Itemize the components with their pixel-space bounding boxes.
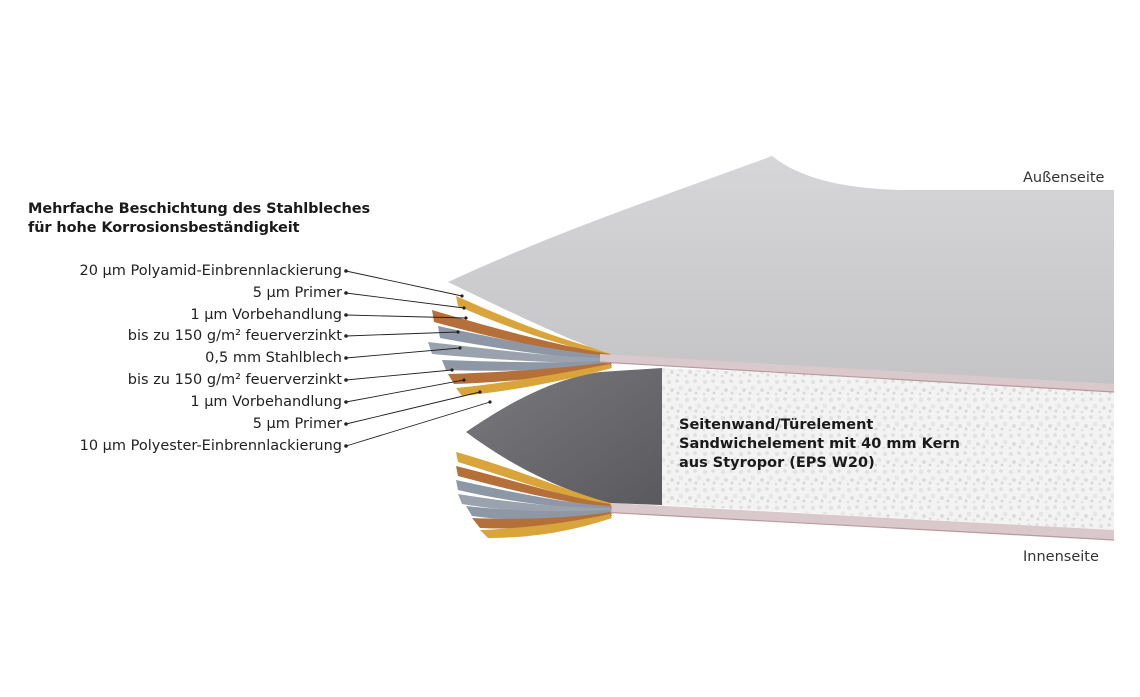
heading-line-1: Mehrfache Beschichtung des Stahlbleches	[28, 201, 370, 217]
inner-side-label: Innenseite	[1023, 549, 1099, 565]
leader-line	[345, 292, 465, 309]
layer-label-6: bis zu 150 g/m² feuerverzinkt	[127, 372, 342, 388]
leader-end-dot	[450, 368, 454, 372]
leader-end-dot	[464, 316, 468, 320]
leader-end-dot	[478, 390, 482, 394]
leader-end-dot	[462, 306, 466, 310]
inner-sheet-face	[466, 368, 662, 505]
leader-dot	[344, 400, 348, 404]
leader-line	[345, 347, 461, 359]
leader-line	[345, 270, 463, 297]
leader-dot	[344, 334, 348, 338]
outer-side-label: Außenseite	[1023, 170, 1105, 186]
leader-end-dot	[462, 378, 466, 382]
core-line-3: aus Styropor (EPS W20)	[679, 455, 875, 471]
layer-label-9: 10 µm Polyester-Einbrennlackierung	[79, 438, 342, 454]
core-description: Seitenwand/Türelement Sandwichelement mi…	[679, 416, 960, 473]
leader-dot	[344, 356, 348, 360]
core-line-1: Seitenwand/Türelement	[679, 417, 874, 433]
leader-line	[345, 391, 481, 425]
leader-dot	[344, 378, 348, 382]
layer-label-8: 5 µm Primer	[252, 416, 342, 432]
leader-line	[345, 379, 465, 403]
leader-line	[345, 314, 467, 319]
leader-dot	[344, 291, 348, 295]
diagram-heading: Mehrfache Beschichtung des Stahlbleches …	[28, 200, 370, 238]
heading-line-2: für hohe Korrosionsbeständigkeit	[28, 220, 300, 236]
leader-end-dot	[456, 330, 460, 334]
leader-line	[345, 401, 491, 447]
leader-dot	[344, 444, 348, 448]
layer-label-7: 1 µm Vorbehandlung	[190, 394, 342, 410]
leader-line	[345, 369, 453, 381]
leader-dot	[344, 269, 348, 273]
leader-end-dot	[458, 346, 462, 350]
leader-dot	[344, 313, 348, 317]
leader-lines	[344, 269, 492, 448]
core-line-2: Sandwichelement mit 40 mm Kern	[679, 436, 960, 452]
leader-end-dot	[488, 400, 492, 404]
layer-label-4: bis zu 150 g/m² feuerverzinkt	[127, 328, 342, 344]
layer-label-5: 0,5 mm Stahlblech	[205, 350, 342, 366]
leader-end-dot	[460, 294, 464, 298]
inner-sheet-edge	[600, 503, 1114, 540]
outer-sheet	[448, 156, 1114, 386]
outer-sheet-edge	[600, 354, 1114, 392]
layer-label-3: 1 µm Vorbehandlung	[190, 307, 342, 323]
layer-label-2: 5 µm Primer	[252, 285, 342, 301]
upper-coating-layers	[428, 296, 612, 396]
leader-dot	[344, 422, 348, 426]
layer-label-1: 20 µm Polyamid-Einbrennlackierung	[79, 263, 342, 279]
foam-core	[662, 368, 1114, 530]
lower-coating-layers	[456, 452, 612, 538]
leader-line	[345, 331, 459, 337]
